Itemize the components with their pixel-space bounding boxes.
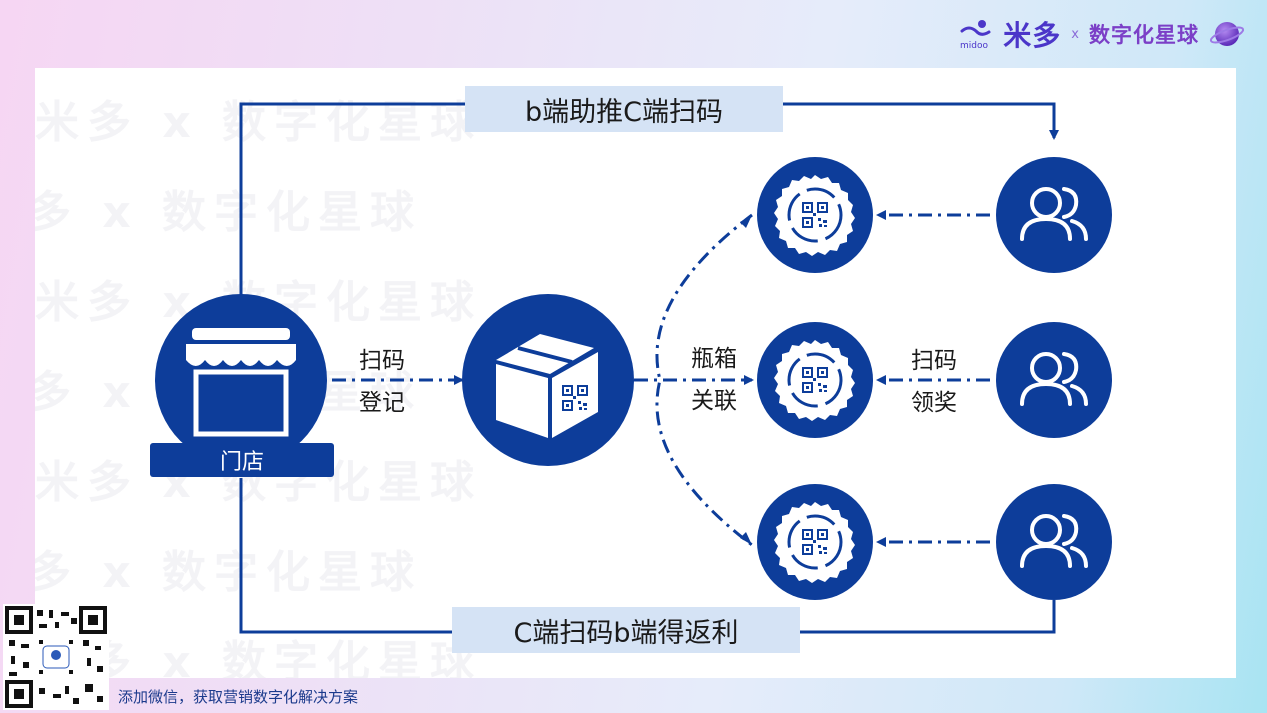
brand-header: midoo 米多 x 数字化星球 xyxy=(959,12,1245,56)
box-to-codes-line-2: 关联 xyxy=(691,388,737,414)
user-to-code-label: 扫码 领奖 xyxy=(902,340,966,424)
user-group-icon-top xyxy=(994,155,1114,275)
user-to-code-line-2: 领奖 xyxy=(911,390,957,416)
brand-midoo-name: 米多 xyxy=(1003,19,1062,52)
qr-code-seal-top xyxy=(757,157,873,273)
qr-center-logo-icon xyxy=(51,650,61,660)
qr-code-seal-middle xyxy=(757,322,873,438)
store-node xyxy=(155,294,327,466)
arc-arrowhead-bottom xyxy=(740,532,752,545)
user-group-icon-middle xyxy=(994,320,1114,440)
planet-icon xyxy=(1209,22,1245,46)
top-flow-label: b端助推C端扫码 xyxy=(465,86,783,132)
top-flow-line xyxy=(239,102,1059,300)
user-group-icon-bottom xyxy=(994,482,1114,602)
box-node xyxy=(462,294,634,466)
user-to-code-line-1: 扫码 xyxy=(911,348,957,374)
arc-arrowhead-top xyxy=(740,215,752,228)
store-to-box-label: 扫码 登记 xyxy=(350,340,414,424)
box-to-codes-arc xyxy=(655,213,753,547)
wechat-qr-code[interactable] xyxy=(3,604,109,710)
brand-times: x xyxy=(1071,26,1079,42)
store-label: 门店 xyxy=(150,443,334,477)
brand-partner-name: 数字化星球 xyxy=(1089,23,1199,47)
midoo-logo-icon: midoo xyxy=(960,20,991,51)
footer-cta: 添加微信，获取营销数字化解决方案 xyxy=(118,688,359,706)
box-icon xyxy=(496,334,598,438)
midoo-logo-sub: midoo xyxy=(960,41,988,51)
box-to-codes-label: 瓶箱 关联 xyxy=(682,338,746,422)
store-to-box-line-1: 扫码 xyxy=(359,348,405,374)
box-to-codes-line-1: 瓶箱 xyxy=(691,346,737,372)
store-to-box-line-2: 登记 xyxy=(359,390,405,416)
store-icon xyxy=(186,328,296,437)
qr-code-seal-bottom xyxy=(757,484,873,600)
bottom-flow-label: C端扫码b端得返利 xyxy=(452,607,800,653)
